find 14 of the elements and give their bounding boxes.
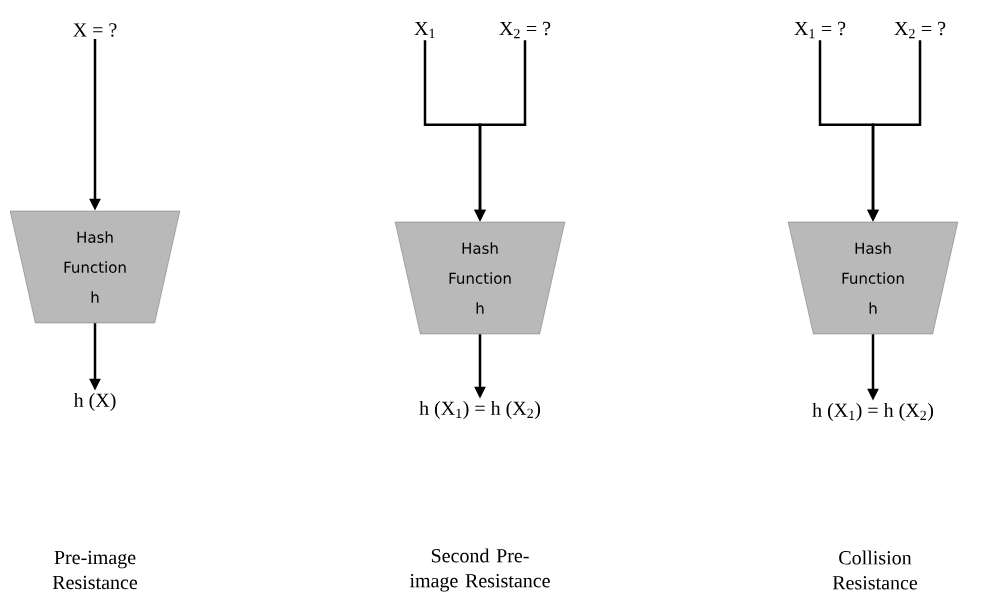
caption: Second Pre-image Resistance — [409, 548, 550, 592]
hash-function-trapezoid: Hash Function h — [787, 221, 959, 335]
caption: Collision Resistance — [832, 550, 918, 590]
input-label: X$_{2}$ = ? — [499, 21, 551, 39]
input-label: X$_{1}$ — [414, 21, 435, 39]
output-label: h (X$_{1}$) = h (X$_{2}$) — [812, 402, 934, 422]
output-label: h (X) — [73, 392, 116, 412]
hash-function-trapezoid: Hash Function h — [394, 221, 566, 335]
input-label: X = ? — [73, 23, 117, 37]
hash-function-trapezoid: Hash Function h — [9, 210, 181, 324]
output-label: h (X$_{1}$) = h (X$_{2}$) — [419, 400, 541, 420]
caption: Pre-image Resistance — [52, 550, 138, 590]
input-label: X$_{2}$ = ? — [894, 21, 946, 39]
input-label: X$_{1}$ = ? — [794, 21, 846, 39]
